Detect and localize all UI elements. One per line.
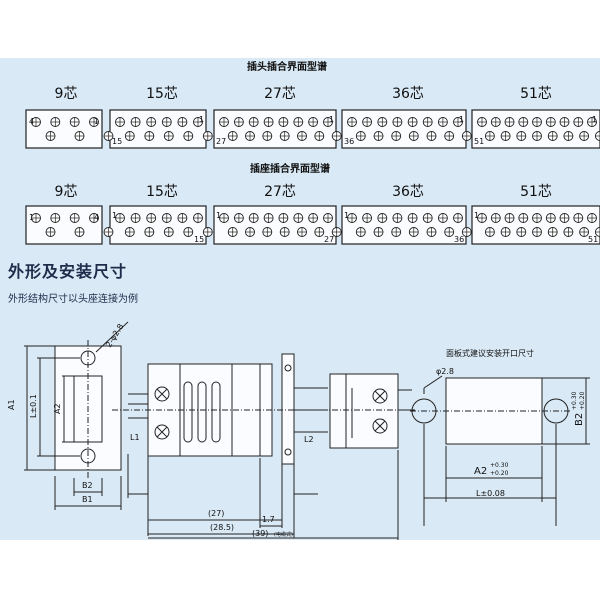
- plug-27-left-number: 27: [216, 137, 226, 146]
- socket-51-right-number: 51: [588, 235, 598, 244]
- plug-face-15: [109, 109, 207, 149]
- socket-face-27: [213, 205, 337, 245]
- plug-label-15: 15芯: [146, 86, 178, 102]
- socket-15-left-number: 1: [112, 211, 117, 220]
- socket-face-36: [341, 205, 467, 245]
- dim-l2: L2: [304, 435, 314, 444]
- plug-label-27: 27芯: [264, 86, 296, 102]
- panel-a2: A2: [474, 466, 487, 477]
- technical-drawing: 插头插合界面型谱 插座插合界面型谱 9芯 15芯 27芯 36芯 51芯 9芯 …: [7, 60, 600, 540]
- socket-36-right-number: 36: [454, 235, 464, 244]
- plug-body-side: [147, 363, 273, 457]
- plug-face-36: [341, 109, 467, 149]
- plug-36-right-number: 1: [459, 115, 464, 124]
- socket-face-51: [471, 205, 600, 245]
- dim-l01: L±0.1: [29, 394, 38, 418]
- socket-9-left-number: 1: [29, 213, 34, 222]
- dim-27: (27): [208, 509, 224, 518]
- plug-15-right-number: 1: [199, 115, 204, 124]
- section-heading: 外形及安装尺寸: [8, 262, 128, 281]
- panel-phi: φ2.8: [436, 367, 454, 376]
- socket-label-27: 27芯: [264, 184, 296, 200]
- dim-l1: L1: [130, 433, 140, 442]
- socket-interface-title: 插座插合界面型谱: [250, 162, 330, 175]
- outline-drawing: [24, 321, 590, 540]
- plug-36-left-number: 36: [344, 137, 354, 146]
- plug-interface-title: 插头插合界面型谱: [247, 60, 327, 73]
- socket-face-row: [25, 205, 600, 245]
- socket-9-right-number: 4: [94, 213, 99, 222]
- plug-face-27: [213, 109, 337, 149]
- socket-27-right-number: 27: [324, 235, 334, 244]
- plug-pin-numbers: 4 1 15 1 27 1 36 1 51 1: [29, 115, 597, 146]
- panel-b2-tol-up: +0.30: [571, 391, 578, 410]
- plug-label-9: 9芯: [55, 86, 78, 102]
- socket-label-36: 36芯: [392, 184, 424, 200]
- panel-a2-tol-up: +0.30: [490, 462, 509, 469]
- socket-27-left-number: 1: [216, 211, 221, 220]
- plug-9-right-number: 1: [94, 117, 99, 126]
- section-subtitle: 外形结构尺寸以头座连接为例: [8, 294, 138, 305]
- pin-grid: [31, 117, 600, 237]
- panel-a2-tol-dn: +0.20: [490, 470, 509, 477]
- socket-pin-numbers: 1 4 1 15 1 27 1 36 1 51: [29, 211, 598, 244]
- socket-label-9: 9芯: [55, 184, 78, 200]
- socket-label-15: 15芯: [146, 184, 178, 200]
- panel-title: 面板式建议安装开口尺寸: [446, 348, 534, 358]
- panel-cutout-rect: [445, 377, 543, 445]
- plug-face-51: [471, 109, 600, 149]
- socket-face-15: [109, 205, 207, 245]
- plug-face-row: [25, 109, 600, 149]
- socket-36-left-number: 1: [344, 211, 349, 220]
- dim-39: (39): [252, 529, 268, 538]
- datasheet-panel: 插头插合界面型谱 插座插合界面型谱 9芯 15芯 27芯 36芯 51芯 9芯 …: [0, 58, 600, 540]
- dim-a1: A1: [7, 399, 16, 410]
- dim-17: 1.7: [262, 515, 275, 524]
- plug-label-51: 51芯: [520, 86, 552, 102]
- plug-27-right-number: 1: [329, 115, 334, 124]
- plug-9-left-number: 4: [29, 117, 34, 126]
- socket-screw-bottom: [372, 418, 388, 434]
- socket-51-left-number: 1: [474, 211, 479, 220]
- dim-b2: B2: [82, 481, 93, 490]
- panel-b2-tol-dn: +0.20: [579, 391, 586, 410]
- hole-note: 2-φ2.8: [104, 322, 125, 349]
- dim-b1: B1: [82, 495, 93, 504]
- plug-51-left-number: 51: [474, 137, 484, 146]
- plug-51-right-number: 1: [592, 115, 597, 124]
- socket-label-51: 51芯: [520, 184, 552, 200]
- dim-285: (28.5): [210, 523, 234, 532]
- plug-label-36: 36芯: [392, 86, 424, 102]
- screw-bottom: [154, 424, 170, 440]
- dim-a2: A2: [53, 403, 62, 414]
- socket-face-9: [25, 205, 103, 245]
- panel-flange: [281, 353, 295, 465]
- socket-15-right-number: 15: [194, 235, 204, 244]
- screw-top: [154, 386, 170, 402]
- socket-body-side: [329, 373, 399, 449]
- panel-b2: B2: [574, 413, 585, 426]
- dim-39-note: (电缆式): [274, 531, 293, 538]
- plug-face-9: [25, 109, 103, 149]
- socket-screw-top: [372, 388, 388, 404]
- plug-15-left-number: 15: [112, 137, 122, 146]
- panel-l: L±0.08: [476, 489, 505, 498]
